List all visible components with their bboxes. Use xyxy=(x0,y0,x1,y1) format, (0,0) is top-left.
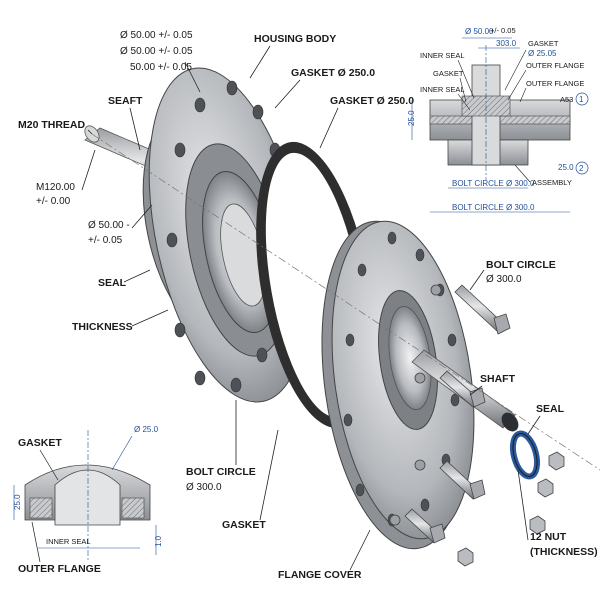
nut xyxy=(548,451,565,471)
sec-bottom-dim-10: 1.0 xyxy=(154,535,163,547)
seal-ring xyxy=(509,430,541,480)
center-axis xyxy=(91,133,600,471)
main-labels: HOUSING BODY GASKET Ø 250.0 GASKET Ø 250… xyxy=(18,30,598,581)
label-bolt-circle-right: BOLT CIRCLE xyxy=(486,259,556,271)
sec-top-callout-1: 1 xyxy=(579,95,584,104)
sec-top-303: 303.0 xyxy=(496,39,517,48)
label-seal-left: SEAL xyxy=(98,277,127,289)
sec-top-inner-seal-1: INNER SEAL xyxy=(420,51,465,60)
label-nut-count: 12 NUT xyxy=(530,531,567,543)
sec-top-gasket: GASKET xyxy=(528,39,559,48)
sec-bottom-dia25: Ø 25.0 xyxy=(134,425,159,434)
flange-cover-bolt-holes xyxy=(343,231,460,527)
label-gasket-bottom: GASKET xyxy=(222,519,266,531)
label-seaft: SEAFT xyxy=(108,95,143,107)
label-m120: M120.00 xyxy=(36,182,75,193)
bolt xyxy=(414,459,486,500)
label-nut-thickness: (THICKNESS) xyxy=(530,546,598,558)
sec-top-gasket-2: GASKET xyxy=(433,69,464,78)
sec-top-a53: A53 xyxy=(560,95,573,104)
label-flange-cover: FLANGE COVER xyxy=(278,569,362,581)
sec-bottom-gasket: GASKET xyxy=(18,437,62,449)
sec-top-dia-tol: +/- 0.05 xyxy=(490,26,516,35)
bolt xyxy=(430,284,511,335)
sec-top-gasket-dia: Ø 25.05 xyxy=(528,49,557,58)
bottom-section-view: GASKET Ø 25.0 25.0 INNER SEAL 1.0 OUTER … xyxy=(13,425,163,575)
label-dia50-mid: Ø 50.00 - xyxy=(88,220,130,231)
sec-bottom-outer-flange: OUTER FLANGE xyxy=(18,563,101,575)
flange-cover xyxy=(321,220,475,550)
housing-body xyxy=(142,67,308,403)
label-bolt-circle-bottom: BOLT CIRCLE xyxy=(186,466,256,478)
bolts xyxy=(389,284,511,544)
label-seal-right: SEAL xyxy=(536,403,565,415)
label-gasket-right: GASKET Ø 250.0 xyxy=(330,95,414,107)
label-m120-tol: +/- 0.00 xyxy=(36,196,71,207)
label-shaft: SHAFT xyxy=(480,373,516,385)
label-m20-thread: M20 THREAD xyxy=(18,119,86,131)
sec-top-outer-flange-1: OUTER FLANGE xyxy=(526,61,584,70)
nut xyxy=(537,478,554,498)
nut xyxy=(529,515,546,535)
sec-top-bolt-circle-1: BOLT CIRCLE Ø 300.0 xyxy=(452,179,535,188)
nuts xyxy=(457,451,565,567)
bolt xyxy=(414,370,486,408)
label-bolt-circle-right-val: Ø 300.0 xyxy=(486,274,522,285)
sec-top-right-25: 25.0 xyxy=(558,163,574,172)
sec-top-outer-flange-2: OUTER FLANGE xyxy=(526,79,584,88)
top-section-view: Ø 50.00 +/- 0.05 303.0 GASKET Ø 25.05 IN… xyxy=(407,26,589,213)
nut xyxy=(457,547,474,567)
label-dia50-a: Ø 50.00 +/- 0.05 xyxy=(120,30,193,41)
sec-top-assembly: ASSEMBLY xyxy=(532,178,572,187)
sec-top-inner-seal-2: INNER SEAL xyxy=(420,85,465,94)
label-dia50-c: 50.00 +/- 0.05 xyxy=(130,62,192,73)
sec-top-dia: Ø 50.00 xyxy=(465,27,494,36)
label-bolt-circle-bottom-val: Ø 300.0 xyxy=(186,482,222,493)
label-gasket-top: GASKET Ø 250.0 xyxy=(291,67,375,79)
sec-top-height-25: 25.0 xyxy=(407,110,416,126)
label-dia50-mid-tol: +/- 0.05 xyxy=(88,235,123,246)
sec-bottom-inner-seal: INNER SEAL xyxy=(46,537,91,546)
sec-top-callout-2: 2 xyxy=(579,164,584,173)
sec-bottom-height-25: 25.0 xyxy=(13,494,22,510)
bolt xyxy=(389,508,446,544)
label-thickness: THICKNESS xyxy=(72,321,133,333)
label-housing-body: HOUSING BODY xyxy=(254,33,336,45)
label-dia50-b: Ø 50.00 +/- 0.05 xyxy=(120,46,193,57)
sec-top-bolt-circle-2: BOLT CIRCLE Ø 300.0 xyxy=(452,203,535,212)
